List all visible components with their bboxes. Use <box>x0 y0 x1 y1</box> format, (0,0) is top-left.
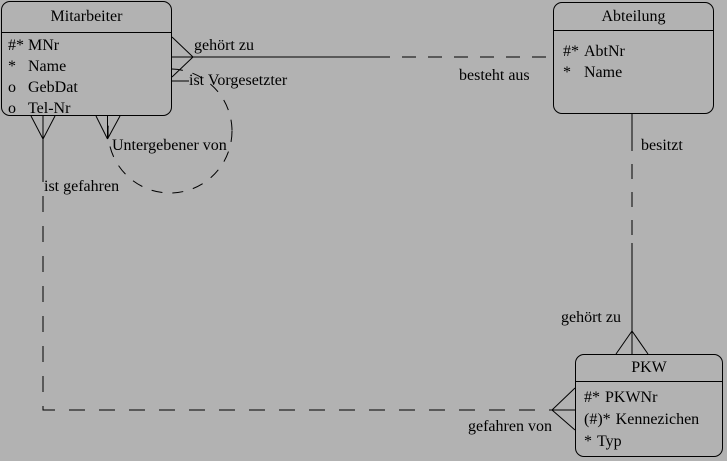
entity-pkw: PKW #* PKWNr (#)*Kennezichen * Typ <box>575 354 723 457</box>
entity-abteilung-title: Abteilung <box>554 3 713 31</box>
attribute-prefix: #* <box>563 43 579 60</box>
attribute-row: (#)*Kennezichen <box>584 409 722 431</box>
attribute-prefix: #* <box>584 389 600 406</box>
attribute-row: * Typ <box>584 431 722 453</box>
relationship-mitarbeiter-abteilung-line <box>171 36 553 78</box>
attribute-row: #* AbtNr <box>563 41 713 62</box>
attribute-prefix: (#)* <box>584 411 611 428</box>
label-besteht-aus: besteht aus <box>459 67 530 84</box>
label-untergebener-von: Untergebener von <box>112 137 227 154</box>
attribute-row: #*MNr <box>8 35 171 56</box>
attribute-name: Tel-Nr <box>28 100 71 117</box>
relationship-recursive-loop <box>95 68 233 194</box>
attribute-name: Name <box>28 58 67 75</box>
attribute-prefix: * <box>563 64 571 81</box>
label-ist-gefahren: ist gefahren <box>44 178 120 195</box>
label-gefahren-von: gefahren von <box>468 418 552 435</box>
attribute-prefix: * <box>584 433 592 450</box>
relationship-abteilung-pkw-line <box>615 114 649 355</box>
entity-mitarbeiter-title: Mitarbeiter <box>2 2 171 33</box>
attribute-name: Typ <box>597 433 622 450</box>
crowsfoot-pkw-gehoert-zu <box>615 330 649 355</box>
attribute-row: * Name <box>8 56 171 77</box>
attribute-name: Name <box>584 64 623 81</box>
attribute-name: MNr <box>28 37 60 54</box>
attribute-prefix: o <box>8 79 16 96</box>
label-ist-vorgesetzter: ist Vorgesetzter <box>189 72 288 89</box>
crowsfoot-pkw-gefahren-von <box>551 387 576 431</box>
attribute-row: o Tel-Nr <box>8 98 171 119</box>
entity-abteilung: Abteilung #* AbtNr * Name <box>553 2 714 114</box>
attribute-name: GebDat <box>28 79 78 96</box>
line-dashed-optional <box>42 166 552 411</box>
attribute-name: Kennezichen <box>615 411 700 428</box>
crowsfoot-mitarbeiter-ist-gefahren <box>30 115 56 140</box>
attribute-prefix: * <box>8 58 16 75</box>
label-gehoert-zu-mitarbeiter: gehört zu <box>194 37 254 54</box>
entity-pkw-title: PKW <box>576 355 722 382</box>
attribute-row: #* PKWNr <box>584 387 722 409</box>
entity-abteilung-attributes: #* AbtNr * Name <box>554 31 713 83</box>
crowsfoot-mitarbeiter-gehoert-zu <box>171 36 194 78</box>
attribute-name: AbtNr <box>584 43 625 60</box>
relationship-mitarbeiter-pkw-line <box>30 115 576 431</box>
attribute-prefix: #* <box>8 37 24 54</box>
entity-pkw-attributes: #* PKWNr (#)*Kennezichen * Typ <box>576 382 722 453</box>
crowsfoot-untergebener-von <box>95 115 121 140</box>
label-gehoert-zu-pkw: gehört zu <box>561 309 621 326</box>
attribute-prefix: o <box>8 100 16 117</box>
label-besitzt: besitzt <box>641 137 683 154</box>
attribute-name: PKWNr <box>605 389 658 406</box>
attribute-row: o GebDat <box>8 77 171 98</box>
attribute-row: * Name <box>563 62 713 83</box>
